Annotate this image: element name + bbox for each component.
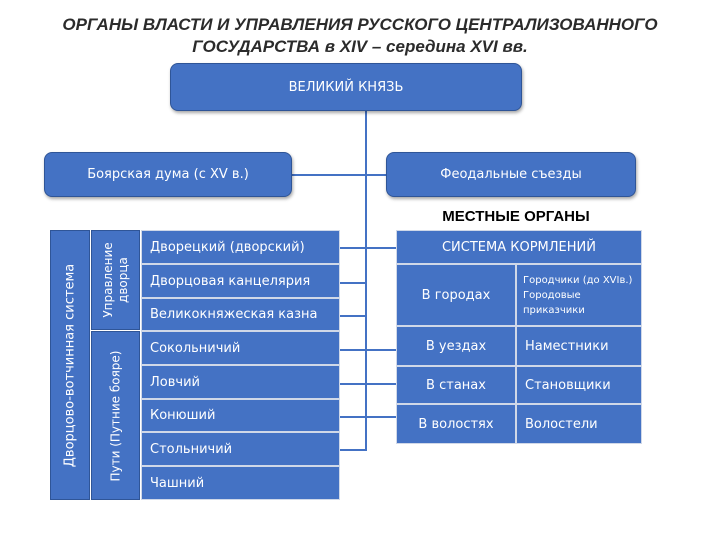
palace-item: Конюший <box>141 399 340 432</box>
grand-prince-box: ВЕЛИКИЙ КНЯЗЬ <box>170 63 522 111</box>
local-official-cell: Городчики (до XVIв.) Городовые приказчик… <box>516 264 642 326</box>
local-place-cell: В уездах <box>396 326 516 366</box>
title-line-2: ГОСУДАРСТВА в XIV – середина XVI вв. <box>192 37 528 56</box>
connector-palace-local <box>336 247 396 249</box>
palace-item: Сокольничий <box>141 331 340 365</box>
connector-row-4 <box>340 349 396 351</box>
local-place-cell: В волостях <box>396 404 516 444</box>
feudal-congresses-box: Феодальные съезды <box>386 152 636 197</box>
connector-row-3 <box>340 315 367 317</box>
boyar-duma-box: Боярская дума (с XV в.) <box>44 152 292 197</box>
palace-admin-label: Управление дворца <box>100 242 130 318</box>
palace-item: Дворецкий (дворский) <box>141 230 340 264</box>
palace-item: Чашний <box>141 466 340 500</box>
palace-votchina-system-column: Дворцово-вотчинная система <box>50 230 90 500</box>
palace-votchina-system-label: Дворцово-вотчинная система <box>62 263 78 467</box>
local-place-cell: В городах <box>396 264 516 326</box>
feudal-congresses-label: Феодальные съезды <box>440 167 582 182</box>
local-organs-heading: МЕСТНЫЕ ОРГАНЫ <box>442 208 590 225</box>
connector-row-5 <box>340 383 396 385</box>
title-line-1: ОРГАНЫ ВЛАСТИ И УПРАВЛЕНИЯ РУССКОГО ЦЕНТ… <box>62 15 658 34</box>
feeding-system-label: СИСТЕМА КОРМЛЕНИЙ <box>441 239 596 255</box>
palace-item: Великокняжеская казна <box>141 298 340 331</box>
connector-duma-congresses <box>292 174 386 176</box>
boyar-paths-label: Пути (Путние бояре) <box>108 350 123 482</box>
local-official-cell: Становщики <box>516 366 642 404</box>
palace-item: Стольничий <box>141 432 340 466</box>
palace-item: Дворцовая канцелярия <box>141 264 340 298</box>
boyar-paths-column: Пути (Путние бояре) <box>91 331 140 500</box>
connector-row-2 <box>340 282 367 284</box>
palace-item: Ловчий <box>141 365 340 399</box>
local-official-cell: Наместники <box>516 326 642 366</box>
grand-prince-label: ВЕЛИКИЙ КНЯЗЬ <box>288 79 404 95</box>
feeding-system-header: СИСТЕМА КОРМЛЕНИЙ <box>396 230 642 264</box>
connector-row-6 <box>340 416 396 418</box>
main-vertical-connector <box>365 110 367 450</box>
local-place-cell: В станах <box>396 366 516 404</box>
boyar-duma-label: Боярская дума (с XV в.) <box>87 167 249 182</box>
connector-row-7 <box>340 449 367 451</box>
palace-admin-column: Управление дворца <box>91 230 140 330</box>
local-official-cell: Волостели <box>516 404 642 444</box>
